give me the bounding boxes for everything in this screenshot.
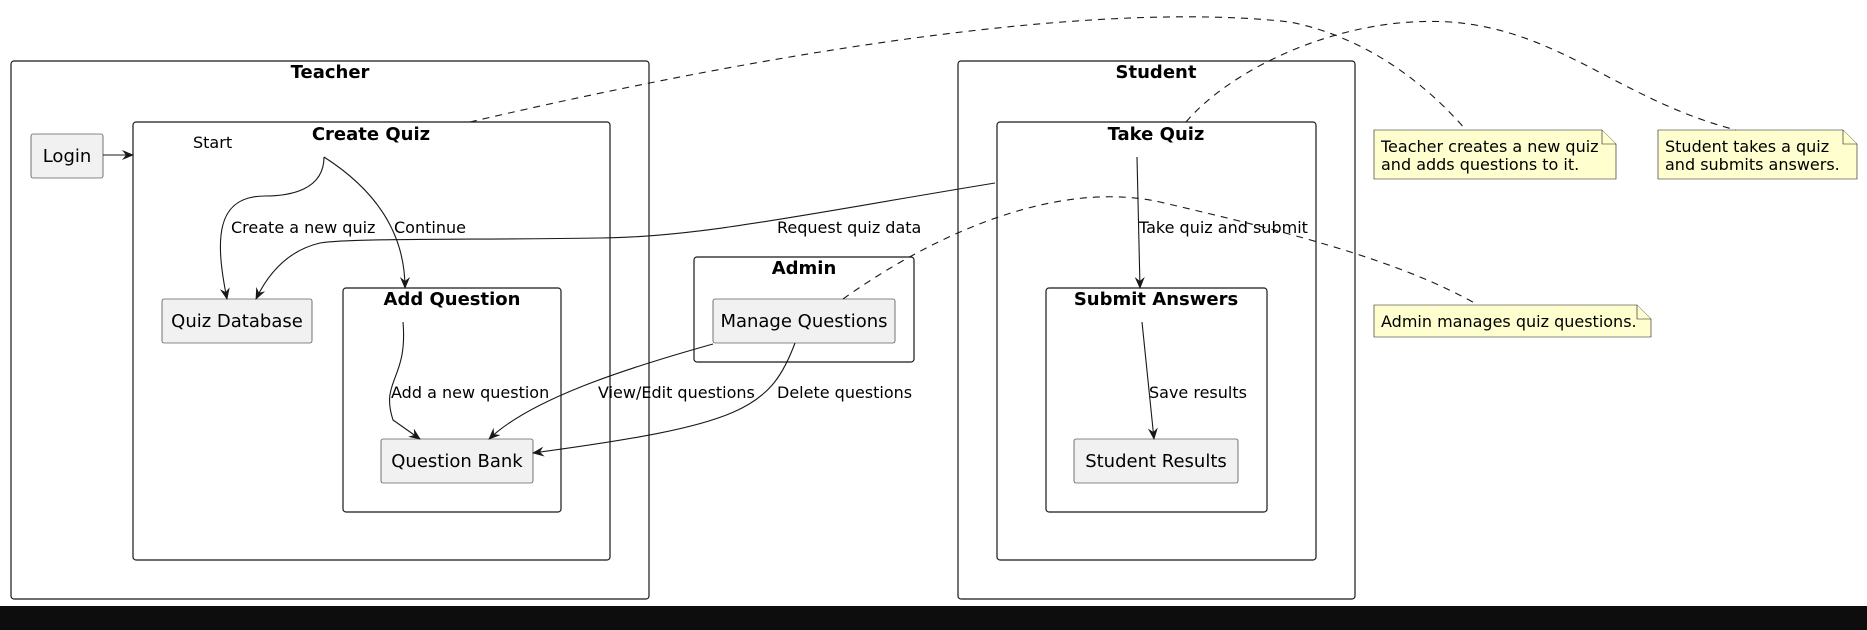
start-label: Start	[193, 133, 232, 152]
question-bank-node[interactable]: Question Bank	[380, 438, 534, 484]
student-frame-title: Student	[1116, 62, 1197, 83]
student-results-node-label: Student Results	[1085, 451, 1227, 472]
add-question-frame-title: Add Question	[384, 289, 521, 310]
manage-questions-node-label: Manage Questions	[720, 311, 887, 332]
teacher-frame-title: Teacher	[291, 62, 370, 83]
take-quiz-frame-title: Take Quiz	[1108, 124, 1205, 145]
continue-label: Continue	[394, 218, 466, 237]
student-note-connector	[1185, 20, 1737, 131]
delete-questions-edge	[532, 342, 796, 457]
login-node[interactable]: Login	[30, 133, 104, 179]
teacher-note-line-2: and adds questions to it.	[1381, 155, 1579, 174]
create-new-quiz-label: Create a new quiz	[231, 218, 375, 237]
admin-note: Admin manages quiz questions.	[1373, 304, 1652, 338]
student-note-line-1: Student takes a quiz	[1665, 137, 1829, 156]
view-edit-questions-label: View/Edit questions	[598, 383, 755, 402]
question-bank-node-label: Question Bank	[391, 451, 523, 472]
request-quiz-data-edge	[255, 182, 996, 300]
save-results-label: Save results	[1149, 383, 1247, 402]
admin-note-connector	[842, 196, 1479, 306]
take-quiz-submit-label: Take quiz and submit	[1138, 218, 1308, 237]
manage-questions-node[interactable]: Manage Questions	[712, 298, 896, 344]
teacher-note-line-1: Teacher creates a new quiz	[1380, 137, 1599, 156]
create-quiz-frame-title: Create Quiz	[312, 124, 430, 145]
quiz-database-node[interactable]: Quiz Database	[161, 298, 313, 344]
admin-note-line-1: Admin manages quiz questions.	[1381, 312, 1637, 331]
save-results-edge	[1141, 321, 1158, 440]
add-new-question-label: Add a new question	[391, 383, 549, 402]
delete-questions-label: Delete questions	[777, 383, 912, 402]
teacher-note: Teacher creates a new quiz and adds ques…	[1373, 129, 1617, 180]
submit-answers-frame-title: Submit Answers	[1074, 289, 1238, 310]
continue-edge	[323, 156, 410, 289]
login-node-label: Login	[43, 146, 92, 167]
add-new-question-edge	[389, 321, 421, 440]
student-note-line-2: and submits answers.	[1665, 155, 1840, 174]
view-edit-questions-edge	[488, 343, 714, 440]
student-note: Student takes a quiz and submits answers…	[1657, 129, 1858, 180]
request-quiz-data-label: Request quiz data	[777, 218, 921, 237]
admin-frame-title: Admin	[772, 258, 837, 279]
create-new-quiz-edge	[219, 156, 325, 300]
quiz-database-node-label: Quiz Database	[171, 311, 303, 332]
take-quiz-submit-edge	[1134, 156, 1145, 289]
bottom-bar	[0, 606, 1867, 630]
student-results-node[interactable]: Student Results	[1073, 438, 1239, 484]
